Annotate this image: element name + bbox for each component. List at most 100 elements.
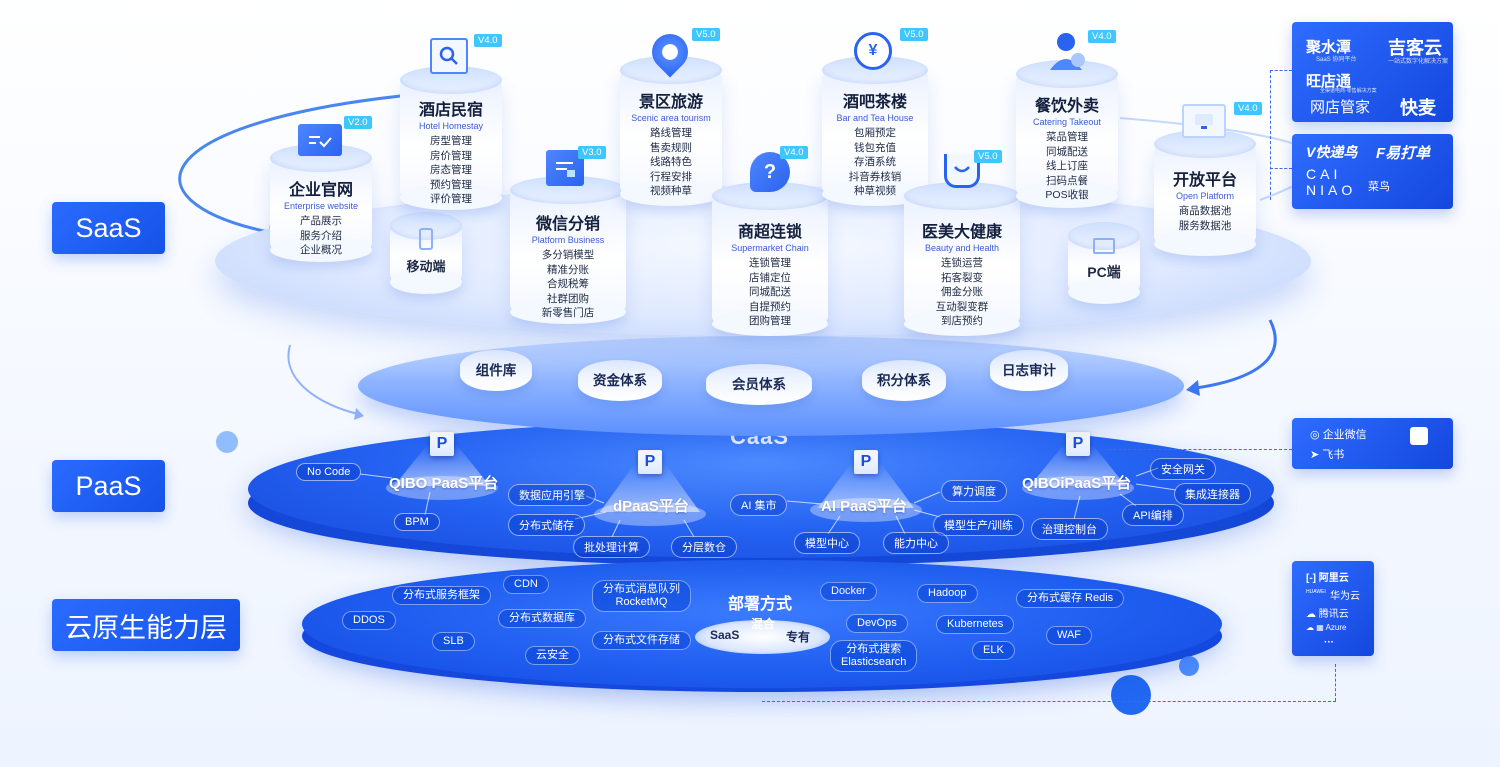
product-wechat-en: Platform Business <box>531 235 605 245</box>
product-enterprise: 企业官网 Enterprise website 产品展示 服务介绍 企业概况 <box>270 144 372 262</box>
paas-platform-qibo: QIBO PaaS平台 <box>389 475 499 492</box>
document-icon <box>546 150 584 186</box>
product-catering-version: V4.0 <box>1088 30 1116 43</box>
p-badge-3: P <box>854 450 878 474</box>
tag-mq-label: 分布式消息队列 <box>603 583 680 595</box>
terminal-mobile: 移动端 <box>390 212 462 294</box>
terminal-pc: PC端 <box>1068 222 1140 304</box>
product-scenic-version: V5.0 <box>692 28 720 41</box>
product-enterprise-title: 企业官网 <box>288 182 353 199</box>
connector-saas-h2 <box>1270 168 1292 169</box>
product-scenic-feature: 行程安排 <box>650 170 692 183</box>
logo-jushuitan-sub: SaaS 协同平台 <box>1316 57 1357 63</box>
f-icon: F <box>1376 145 1386 162</box>
deploy-option-dedicated: 专有 <box>786 630 811 644</box>
logo-wangdiantong: 旺店通 <box>1306 73 1352 90</box>
tag-devops: DevOps <box>846 614 908 633</box>
paas-tag-integration: 集成连接器 <box>1174 483 1251 505</box>
product-hotel-feature: 预约管理 <box>430 178 472 191</box>
layer-label-saas: SaaS <box>52 202 165 254</box>
product-beauty-version: V5.0 <box>974 150 1002 163</box>
logo-huawei-en: HUAWEI <box>1306 589 1326 595</box>
product-wechat-version: V3.0 <box>578 146 606 159</box>
user-icon <box>1048 30 1088 72</box>
tag-slb: SLB <box>432 632 475 651</box>
caas-module-components: 组件库 <box>460 350 532 391</box>
product-bar-title: 酒吧茶楼 <box>842 94 907 111</box>
product-hotel: 酒店民宿 Hotel Homestay 房型管理 房价管理 房态管理 预约管理 … <box>400 66 502 210</box>
paas-tag-dist-storage: 分布式储存 <box>508 514 585 536</box>
terminal-pc-label: PC端 <box>1087 264 1121 280</box>
logo-wecom-text: 企业微信 <box>1322 429 1367 441</box>
paas-tag-model-center: 模型中心 <box>794 532 860 554</box>
product-beauty-feature: 佣金分账 <box>941 286 983 298</box>
product-enterprise-version: V2.0 <box>344 116 372 129</box>
feishu-icon: ➤ <box>1310 449 1323 461</box>
paas-tag-capability: 能力中心 <box>883 532 949 554</box>
p-badge-1: P <box>430 432 454 456</box>
logo-feishu-text: 飞书 <box>1322 449 1345 461</box>
product-hotel-feature: 房态管理 <box>430 164 472 176</box>
caas-module-points: 积分体系 <box>862 360 946 401</box>
product-supermarket-feature: 团购管理 <box>749 315 791 327</box>
layer-label-cloud-native: 云原生能力层 <box>52 599 240 651</box>
dingtalk-icon <box>1410 427 1428 445</box>
logo-wecom: ◎ 企业微信 <box>1310 426 1367 442</box>
paas-tag-model-train: 模型生产/训练 <box>933 514 1025 536</box>
paas-tag-batch: 批处理计算 <box>573 536 650 558</box>
pc-icon <box>1093 238 1115 254</box>
product-catering-feature: 菜品管理 <box>1046 131 1088 143</box>
product-beauty-feature: 连锁运营 <box>941 257 983 269</box>
logo-cainiao: CAI NIAO <box>1306 166 1357 198</box>
deploy-option-saas: SaaS <box>710 628 740 642</box>
connector-cloud-v <box>1335 664 1336 701</box>
paas-tag-security-gw: 安全网关 <box>1150 458 1216 480</box>
tag-cloud-sec: 云安全 <box>525 646 580 665</box>
logo-feishu: ➤ 飞书 <box>1310 446 1344 462</box>
tag-search-sub: Elasticsearch <box>841 656 907 668</box>
tag-elk: ELK <box>972 641 1015 660</box>
phone-icon <box>419 228 433 250</box>
product-supermarket-title: 商超连锁 <box>737 224 802 241</box>
partner-box-erp: 聚水潭 SaaS 协同平台 吉客云 一站式数字化解决方案 旺店通 全渠道电商·零… <box>1292 22 1453 122</box>
paas-tag-layered: 分层数仓 <box>671 536 737 558</box>
product-open-en: Open Platform <box>1175 191 1235 201</box>
paas-tag-ai-market: AI 集市 <box>730 494 788 516</box>
product-scenic-title: 景区旅游 <box>638 94 703 111</box>
windows-icon: ▦ <box>1316 623 1326 632</box>
product-wechat-title: 微信分销 <box>535 216 600 233</box>
caas-module-member: 会员体系 <box>706 364 812 405</box>
logo-wangdianguanjia: 网店管家 <box>1310 99 1371 116</box>
logo-azure: ☁ ▦ Azure <box>1306 623 1346 632</box>
product-scenic-en: Scenic area tourism <box>631 113 711 123</box>
product-wechat-feature: 社群团购 <box>547 292 589 305</box>
yen-refresh-icon: ¥ <box>854 32 892 70</box>
paas-tag-governance: 治理控制台 <box>1031 518 1108 540</box>
p-badge-2: P <box>638 450 662 474</box>
logo-aliyun: [-] 阿里云 <box>1306 569 1349 584</box>
product-enterprise-feature: 产品展示 <box>300 215 342 227</box>
tag-redis: 分布式缓存 Redis <box>1016 589 1125 608</box>
product-open-version: V4.0 <box>1234 102 1262 115</box>
product-bar-en: Bar and Tea House <box>836 113 914 123</box>
caas-module-audit: 日志审计 <box>990 350 1068 391</box>
product-beauty-en: Beauty and Health <box>924 243 1000 253</box>
product-bar-feature: 钱包充值 <box>854 141 896 154</box>
product-bar-feature: 存酒系统 <box>854 156 896 168</box>
logo-aliyun-text: 阿里云 <box>1318 573 1349 584</box>
tag-kubernetes: Kubernetes <box>936 615 1015 634</box>
website-check-icon <box>298 124 342 156</box>
tag-dist-fs: 分布式文件存储 <box>592 631 691 650</box>
product-enterprise-en: Enterprise website <box>283 201 359 211</box>
logo-yidadan: F易打单 <box>1376 142 1430 163</box>
product-beauty-feature: 互动裂变群 <box>935 300 989 313</box>
tag-mq-sub: RocketMQ <box>615 596 668 608</box>
product-beauty-feature: 拓客裂变 <box>941 271 983 284</box>
connector-saas-h1 <box>1270 70 1292 71</box>
connector-cloud-h <box>762 701 1336 702</box>
logo-jushuitan: 聚水潭 <box>1306 39 1352 56</box>
logo-kuaidiniao-text: 快递鸟 <box>1315 144 1358 160</box>
product-wechat-feature: 精准分账 <box>547 263 589 276</box>
